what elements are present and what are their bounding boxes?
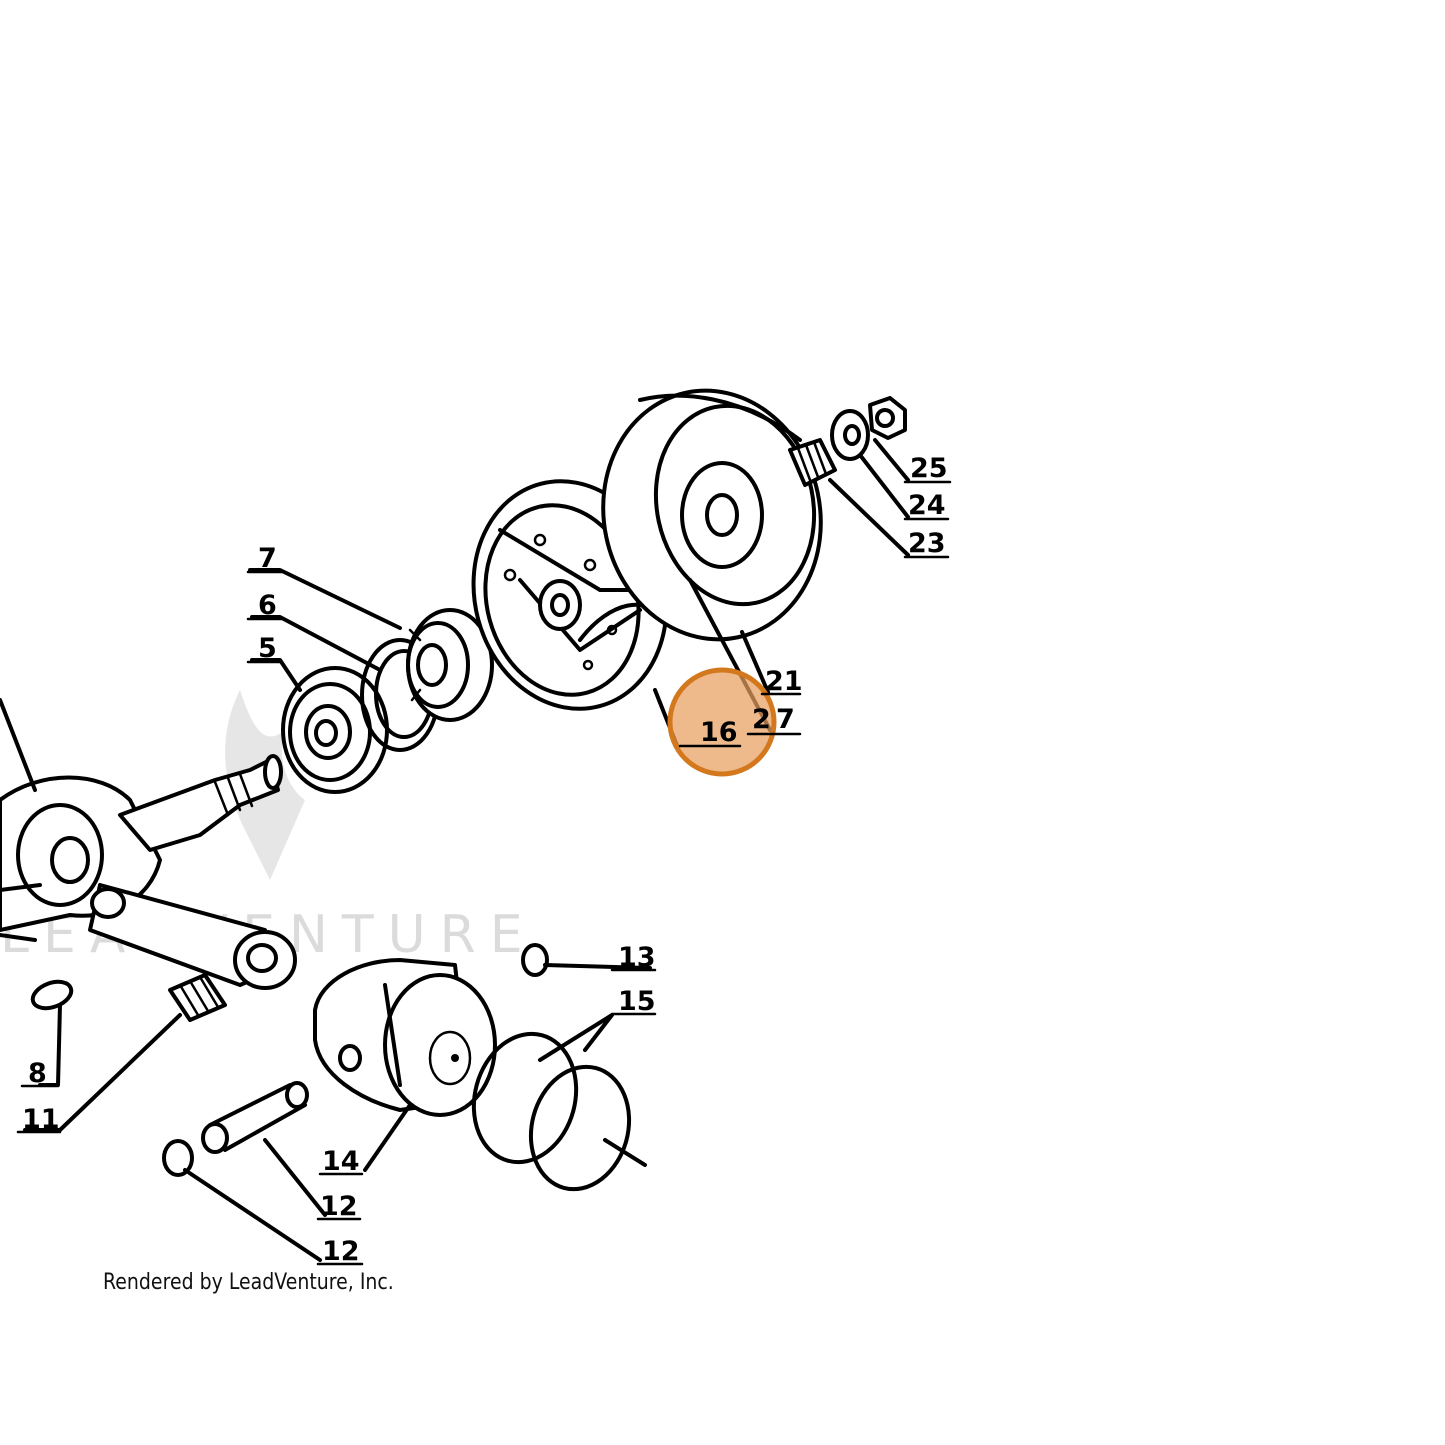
clutch-drum-21 xyxy=(601,388,823,642)
callout-15[interactable]: 15 xyxy=(618,986,656,1017)
piston-pin-13 xyxy=(201,1081,309,1154)
callout-21[interactable]: 21 xyxy=(765,666,803,697)
washer-24 xyxy=(830,409,870,461)
callout-23[interactable]: 23 xyxy=(908,528,946,559)
highlight-marker[interactable] xyxy=(667,667,777,777)
callout-16[interactable]: 16 xyxy=(700,717,738,748)
piston-rings-15 xyxy=(471,1031,632,1192)
callout-7-right[interactable]: 7 xyxy=(776,704,795,735)
callout-2[interactable]: 2 xyxy=(752,704,771,735)
render-credit: Rendered by LeadVenture, Inc. xyxy=(103,1270,394,1295)
callout-5[interactable]: 5 xyxy=(258,633,277,664)
callout-7[interactable]: 7 xyxy=(258,543,277,574)
callout-13[interactable]: 12 xyxy=(320,1191,358,1222)
circlip-12-top xyxy=(521,943,549,977)
callout-12-bottom[interactable]: 12 xyxy=(322,1236,360,1267)
circlip-12-bottom xyxy=(162,1139,194,1177)
piston-14 xyxy=(313,958,497,1117)
bearing-7 xyxy=(406,608,494,722)
callout-11[interactable]: 11 xyxy=(22,1104,60,1135)
nut-25 xyxy=(868,396,907,440)
pin-8 xyxy=(30,979,74,1011)
crankshaft xyxy=(0,754,297,990)
needle-bearing-11 xyxy=(168,973,227,1022)
callout-8[interactable]: 8 xyxy=(28,1058,47,1089)
callout-12-top[interactable]: 13 xyxy=(618,942,656,973)
callout-labels: 7 6 5 25 24 23 21 7 2 16 13 15 14 12 12 … xyxy=(22,453,948,1267)
needle-bearing-23 xyxy=(788,438,837,487)
label-underlines xyxy=(16,480,952,1266)
callout-24[interactable]: 24 xyxy=(908,490,946,521)
callout-14[interactable]: 14 xyxy=(322,1146,360,1177)
callout-6[interactable]: 6 xyxy=(258,590,277,621)
callout-25[interactable]: 25 xyxy=(910,453,948,484)
